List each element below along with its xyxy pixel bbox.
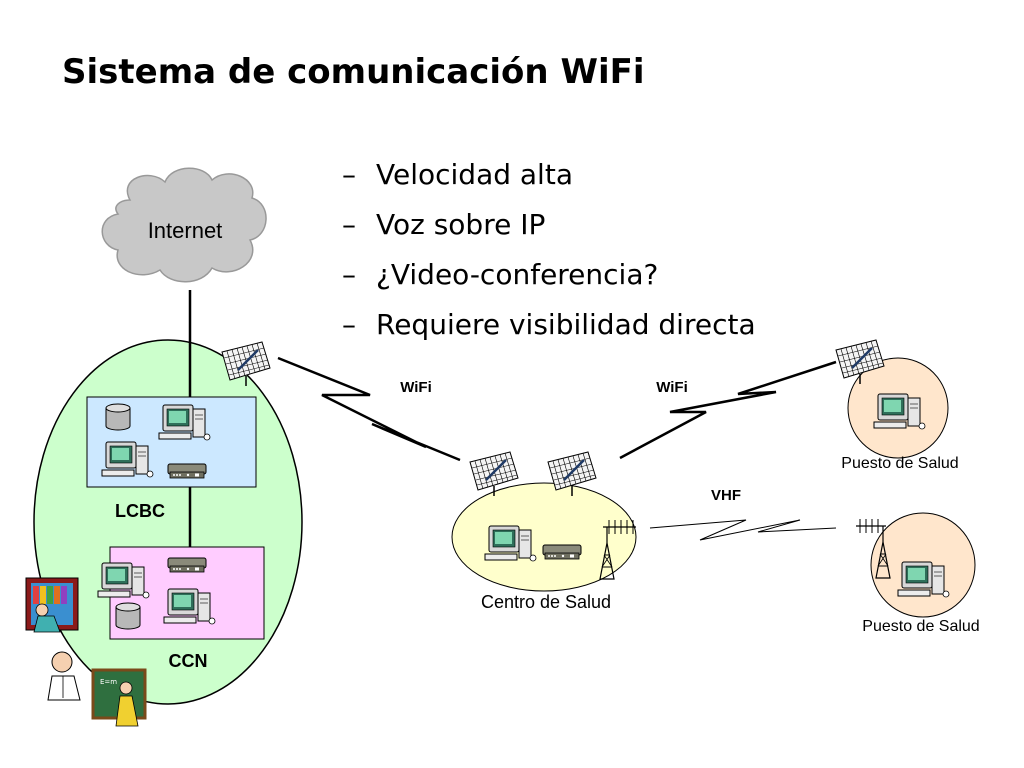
computer-icon xyxy=(484,525,537,562)
centro-area xyxy=(451,482,637,592)
disk-icon xyxy=(115,602,141,630)
cloud-label: Internet xyxy=(148,218,223,243)
bullet-item: –Requiere visibilidad directa xyxy=(342,300,756,350)
wifi-link-right xyxy=(619,360,837,460)
vhf-label: VHF xyxy=(711,487,741,504)
bullet-item: –Voz sobre IP xyxy=(342,200,756,250)
computer-icon xyxy=(163,588,216,625)
campus-area xyxy=(33,339,303,705)
modem-icon xyxy=(542,544,582,560)
computer-icon xyxy=(873,393,926,430)
disk-icon xyxy=(105,403,131,431)
puesto-upper-label: Puesto de Salud xyxy=(841,455,958,472)
bullet-item: –¿Video-conferencia? xyxy=(342,250,756,300)
bullet-list: –Velocidad alta –Voz sobre IP –¿Video-co… xyxy=(342,150,756,350)
computer-icon xyxy=(897,561,950,598)
library-person-icon xyxy=(25,577,79,633)
centro-label: Centro de Salud xyxy=(481,592,611,612)
bullet-text: Voz sobre IP xyxy=(376,208,546,241)
modem-icon xyxy=(167,463,207,479)
vhf-link xyxy=(649,519,837,541)
bullet-item: –Velocidad alta xyxy=(342,150,756,200)
svg-text:E=m: E=m xyxy=(100,678,117,686)
internet-cloud-icon xyxy=(101,167,267,283)
bullet-marker: – xyxy=(342,208,356,241)
page-title: Sistema de comunicación WiFi xyxy=(62,52,645,92)
wifi-label-left: WiFi xyxy=(400,379,432,396)
bullet-marker: – xyxy=(342,258,356,291)
teacher-icon: E=m xyxy=(91,668,147,727)
computer-icon xyxy=(158,404,211,441)
bullet-text: Requiere visibilidad directa xyxy=(376,308,756,341)
bullet-text: Velocidad alta xyxy=(376,158,573,191)
computer-icon xyxy=(97,562,150,599)
bullet-text: ¿Video-conferencia? xyxy=(376,258,659,291)
modem-icon xyxy=(167,557,207,573)
doctor-icon xyxy=(47,651,81,701)
puesto-lower-label: Puesto de Salud xyxy=(862,618,979,635)
lcbc-label: LCBC xyxy=(115,501,165,521)
wifi-label-right: WiFi xyxy=(656,379,688,396)
vhf-mast-icon xyxy=(856,519,891,579)
vhf-mast-icon xyxy=(599,520,636,580)
wifi-link-left xyxy=(277,356,461,462)
computer-icon xyxy=(101,441,154,478)
bullet-marker: – xyxy=(342,308,356,341)
bullet-marker: – xyxy=(342,158,356,191)
ccn-label: CCN xyxy=(169,651,208,671)
